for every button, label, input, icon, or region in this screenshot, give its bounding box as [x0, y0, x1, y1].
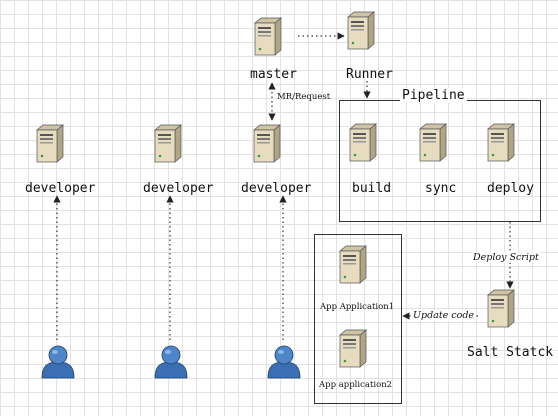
sync-server-icon — [419, 123, 447, 162]
user-2-icon — [154, 345, 188, 379]
developer-2-server-icon — [154, 124, 182, 163]
deploy-label: deploy — [487, 181, 534, 196]
user-1-icon — [41, 345, 75, 379]
app-group — [314, 234, 402, 404]
app-1-label: App Application1 — [320, 302, 395, 312]
mr-request-label: MR/Request — [277, 92, 331, 102]
salt-stack-label: Salt Statck — [467, 345, 554, 360]
deploy-server-icon — [487, 123, 515, 162]
master-label: master — [250, 67, 297, 82]
app-2-label: App application2 — [319, 380, 393, 390]
runner-label: Runner — [346, 67, 393, 82]
master-server-icon — [254, 17, 282, 56]
deploy-script-label: Deploy Script — [472, 252, 540, 263]
developer-1-label: developer — [25, 181, 96, 196]
user-3-icon — [267, 345, 301, 379]
developer-1-server-icon — [36, 124, 64, 163]
build-label: build — [352, 181, 392, 196]
salt-stack-server-icon — [487, 289, 515, 328]
pipeline-label: Pipeline — [400, 88, 467, 103]
build-server-icon — [349, 123, 377, 162]
developer-3-server-icon — [253, 124, 281, 163]
app-2-server-icon — [339, 329, 367, 368]
update-code-label: Update code — [412, 310, 476, 321]
app-1-server-icon — [339, 245, 367, 284]
developer-3-label: developer — [241, 181, 312, 196]
runner-server-icon — [347, 11, 375, 50]
developer-2-label: developer — [143, 181, 214, 196]
sync-label: sync — [425, 181, 457, 196]
